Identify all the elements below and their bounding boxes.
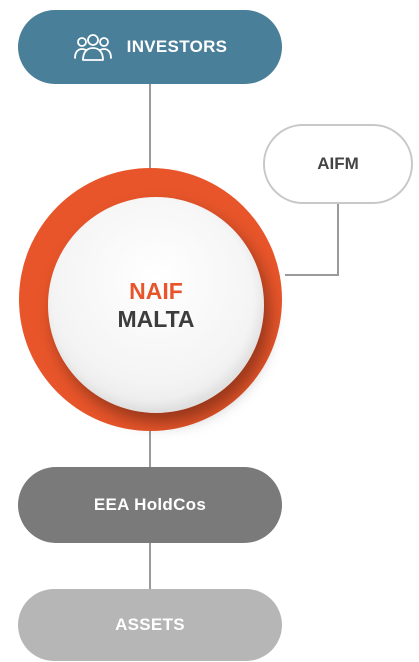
assets-label: ASSETS (115, 615, 185, 634)
assets-node: ASSETS (18, 589, 282, 661)
connector-aifm-vertical (337, 204, 339, 276)
connector-aifm-horizontal (285, 274, 339, 276)
naif-label: NAIF (129, 278, 183, 304)
aifm-node: AIFM (263, 124, 413, 204)
group-people-icon (73, 34, 112, 61)
naif-malta-node: NAIF MALTA (48, 197, 264, 413)
investors-label: INVESTORS (126, 37, 228, 56)
eea-holdcos-node: EEA HoldCos (18, 467, 282, 543)
connector-holdcos-assets (149, 543, 151, 589)
eea-holdcos-label: EEA HoldCos (93, 495, 207, 514)
connector-naif-holdcos (149, 416, 151, 467)
connector-investors-naif (149, 84, 151, 168)
investors-node: INVESTORS (18, 10, 282, 84)
malta-label: MALTA (117, 306, 195, 332)
aifm-label: AIFM (317, 154, 359, 173)
